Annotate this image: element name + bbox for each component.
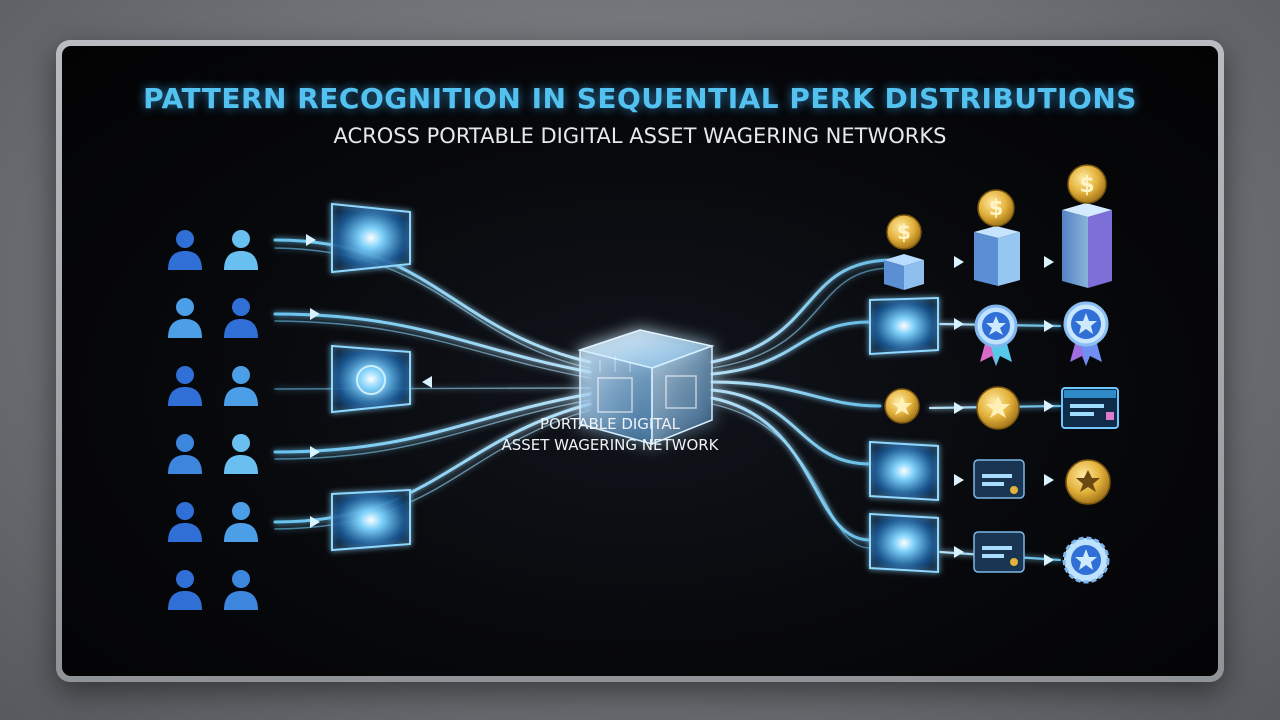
dollar-coin-icon: $ — [1067, 164, 1107, 204]
hub-label: PORTABLE DIGITAL ASSET WAGERING NETWORK — [430, 414, 790, 456]
arrow-icon — [310, 516, 320, 528]
star-badge-icon — [1062, 536, 1110, 584]
arrow-icon — [310, 308, 320, 320]
user-icon — [168, 570, 202, 610]
processing-panel — [331, 344, 411, 414]
network-cube-icon — [577, 329, 715, 446]
star-coin-icon — [884, 388, 920, 424]
dollar-coin-icon: $ — [886, 214, 922, 250]
user-icon — [168, 298, 202, 338]
reward-row-2 — [974, 301, 1109, 366]
processing-panels-left — [331, 202, 411, 552]
svg-text:$: $ — [897, 220, 911, 244]
processing-panel — [869, 440, 939, 502]
user-icon — [168, 434, 202, 474]
reward-card-icon — [973, 531, 1025, 573]
reward-row-1: $ $ $ — [884, 164, 1112, 290]
page-subtitle: ACROSS PORTABLE DIGITAL ASSET WAGERING N… — [333, 124, 947, 148]
user-icon — [168, 366, 202, 406]
arrow-icon — [1044, 320, 1054, 332]
arrow-icon — [422, 376, 432, 388]
flow-line — [711, 403, 871, 549]
flow-line — [710, 396, 872, 542]
processing-panel — [331, 488, 411, 552]
arrow-markers-left — [306, 234, 432, 528]
user-icon — [168, 502, 202, 542]
processing-panel — [331, 202, 411, 274]
svg-text:$: $ — [1079, 173, 1094, 198]
hub-label-line-1: PORTABLE DIGITAL — [540, 415, 680, 433]
input-flows — [273, 238, 592, 530]
flow-line — [710, 258, 892, 364]
arrow-icon — [1044, 554, 1054, 566]
flow-line — [710, 320, 872, 376]
reward-row-4 — [973, 459, 1111, 505]
flow-line — [273, 312, 592, 374]
arrow-icon — [954, 474, 964, 486]
star-coin-icon — [1065, 459, 1111, 505]
bar-block-large — [1062, 203, 1112, 288]
processing-panels-right — [869, 296, 939, 574]
arrow-icon — [310, 446, 320, 458]
flow-line — [274, 320, 591, 379]
arrow-icon — [1044, 400, 1054, 412]
flow-line — [274, 399, 591, 460]
flow-line — [273, 392, 592, 454]
flow-line — [274, 247, 591, 369]
flow-line — [273, 238, 592, 364]
arrow-icon — [1044, 474, 1054, 486]
dollar-coin-icon: $ — [977, 189, 1015, 227]
flow-line — [711, 267, 891, 369]
page-title: PATTERN RECOGNITION IN SEQUENTIAL PERK D… — [143, 82, 1137, 115]
reward-card-icon — [1061, 387, 1119, 429]
star-badge-icon — [1063, 301, 1109, 366]
user-icon — [168, 230, 202, 270]
hub-label-line-2: ASSET WAGERING NETWORK — [501, 436, 719, 454]
flow-line — [273, 402, 592, 524]
arrow-icon — [954, 318, 964, 330]
flow-line — [274, 387, 591, 390]
processing-panel — [869, 296, 939, 356]
reward-row-3 — [884, 386, 1119, 430]
processing-panel — [869, 512, 939, 574]
user-icon — [224, 230, 258, 270]
arrow-icon — [1044, 256, 1054, 268]
flow-line — [710, 380, 882, 408]
user-icon — [224, 434, 258, 474]
arrow-icon — [306, 234, 316, 246]
arrow-markers-right — [954, 256, 1054, 566]
arrow-icon — [954, 402, 964, 414]
reward-card-icon — [973, 459, 1025, 499]
screen: PATTERN RECOGNITION IN SEQUENTIAL PERK D… — [62, 46, 1218, 676]
user-column — [168, 230, 258, 610]
bar-block-medium — [974, 226, 1020, 286]
user-icon — [224, 298, 258, 338]
flow-line — [710, 388, 872, 466]
bar-block-small — [884, 254, 924, 290]
reward-row-5 — [973, 531, 1110, 584]
user-icon — [224, 570, 258, 610]
star-badge-icon — [974, 304, 1018, 366]
star-coin-icon — [976, 386, 1020, 430]
user-icon — [224, 366, 258, 406]
ring-mark — [356, 365, 386, 395]
arrow-icon — [954, 546, 964, 558]
arrow-icon — [954, 256, 964, 268]
user-icon — [224, 502, 258, 542]
svg-text:$: $ — [989, 196, 1004, 220]
